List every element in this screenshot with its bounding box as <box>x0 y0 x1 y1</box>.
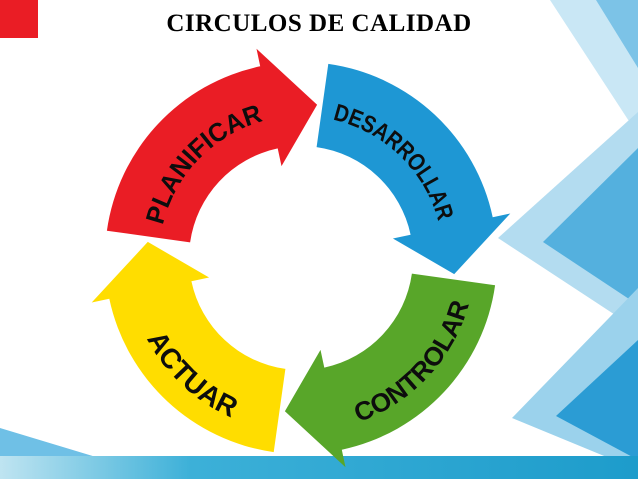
page-title: CIRCULOS DE CALIDAD <box>166 10 472 37</box>
corner-square <box>0 0 38 38</box>
cycle-segment-actuar <box>91 241 286 453</box>
decor-wedge-right-medium <box>543 148 638 305</box>
cycle-segment-desarrollar <box>316 63 511 275</box>
decor-wedge-bottom-right-deep <box>556 340 638 460</box>
bottom-bar <box>0 456 638 479</box>
decor-wedge-top-right-light <box>550 0 638 135</box>
cycle-segment-controlar <box>284 273 496 468</box>
decor-wedge-bottom-left <box>0 428 96 457</box>
cycle-segment-planificar <box>106 48 318 243</box>
decor-layer <box>0 0 638 479</box>
decor-wedge-top-right-mid <box>596 0 638 68</box>
